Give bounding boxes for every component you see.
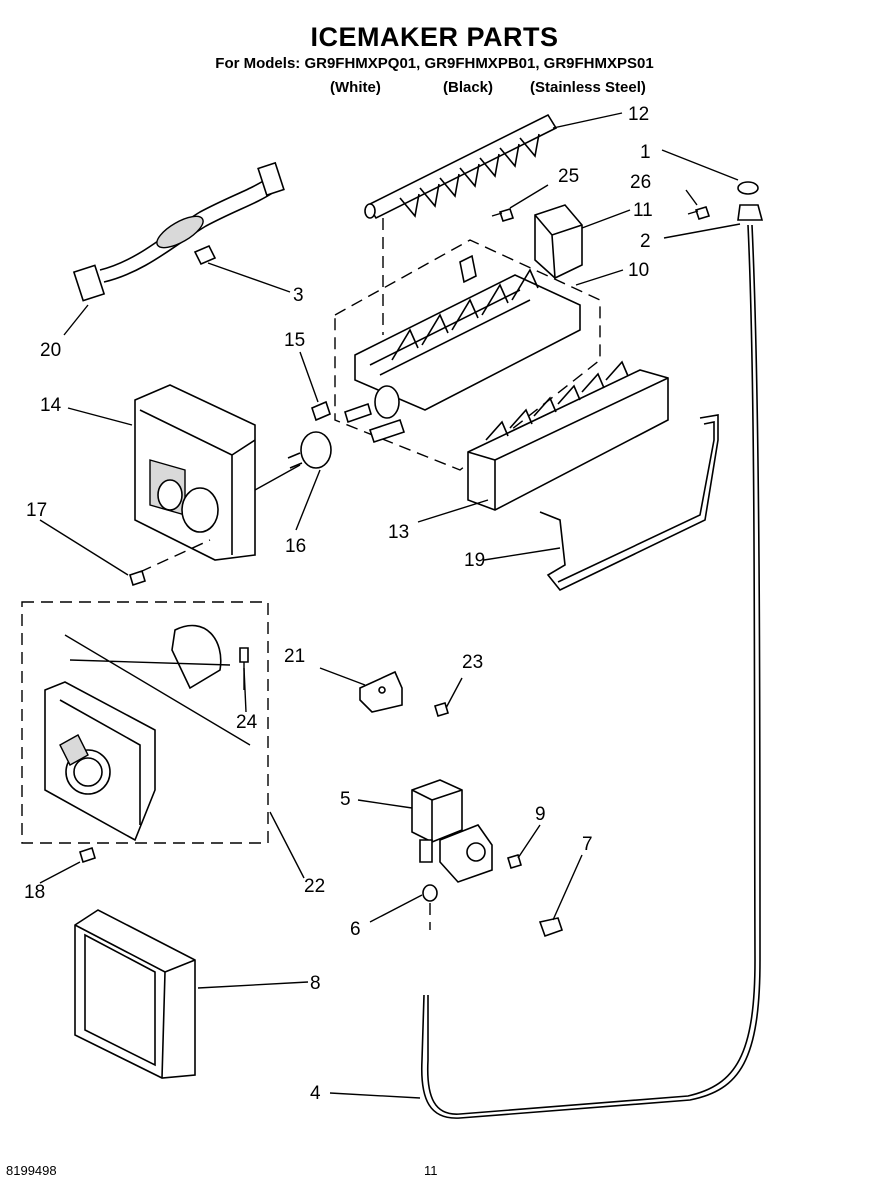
- part-21-bracket: [359, 670, 403, 713]
- part-11-bracket: [534, 204, 583, 279]
- part-5-water-valve: [411, 779, 493, 883]
- part-20-wire-harness: [72, 161, 285, 302]
- callout-24: 24: [236, 712, 258, 733]
- callout-5: 5: [340, 789, 351, 810]
- callout-7: 7: [582, 834, 593, 855]
- callout-9: 9: [535, 804, 546, 825]
- callout-12: 12: [628, 104, 649, 125]
- part-6-nut: [422, 884, 438, 902]
- variant-black: (Black): [443, 79, 494, 96]
- callout-25: 25: [558, 166, 579, 187]
- callout-19: 19: [464, 550, 485, 571]
- callout-22: 22: [304, 876, 325, 897]
- part-7-clip: [538, 917, 564, 938]
- variant-white: (White): [330, 79, 381, 96]
- leader-lines: [39, 112, 741, 1099]
- callout-8: 8: [310, 973, 321, 994]
- callout-6: 6: [350, 919, 361, 940]
- callout-10: 10: [628, 260, 649, 281]
- callout-labels: 1 2 3 4 5 6 7 8 9 10 11 12 13 14 15 16 1…: [24, 104, 653, 1104]
- part-8-foam-pad: [74, 909, 196, 1079]
- part-25-screw: [491, 208, 515, 222]
- part-26-screw: [687, 206, 711, 220]
- callout-17: 17: [26, 500, 47, 521]
- variant-stainless: (Stainless Steel): [530, 79, 646, 96]
- callout-11: 11: [633, 200, 653, 221]
- part-3-clip: [193, 244, 217, 266]
- page-title: ICEMAKER PARTS: [310, 22, 559, 52]
- callout-16: 16: [285, 536, 306, 557]
- part-12-ejector-blade: [364, 113, 558, 220]
- callout-1: 1: [640, 142, 651, 163]
- page-number: 11: [424, 1163, 438, 1178]
- part-15-clip: [311, 400, 331, 422]
- callout-14: 14: [40, 395, 62, 416]
- part-10-ice-mold: [344, 254, 581, 444]
- callout-4: 4: [310, 1083, 321, 1104]
- callout-3: 3: [293, 285, 304, 306]
- callout-20: 20: [40, 340, 61, 361]
- callout-2: 2: [640, 231, 651, 252]
- doc-number: 8199498: [6, 1163, 57, 1178]
- callout-23: 23: [462, 652, 483, 673]
- callout-26: 26: [630, 172, 651, 193]
- callout-21: 21: [284, 646, 305, 667]
- models-line: For Models: GR9FHMXPQ01, GR9FHMXPB01, GR…: [215, 55, 654, 72]
- part-18-screw: [79, 846, 96, 864]
- callout-13: 13: [388, 522, 409, 543]
- part-19-shutoff-arm: [539, 414, 719, 591]
- part-2-grommet: [737, 204, 764, 221]
- part-23-screw: [434, 702, 449, 717]
- part-22-motor-module: [44, 624, 251, 842]
- part-16-thermostat: [287, 431, 332, 469]
- part-4-water-tube: [420, 224, 761, 1119]
- part-17-screw: [129, 569, 146, 587]
- part-13-stripper: [467, 360, 669, 511]
- callout-18: 18: [24, 882, 45, 903]
- part-9-screw: [507, 854, 522, 869]
- callout-15: 15: [284, 330, 305, 351]
- part-14-control-housing: [134, 384, 256, 561]
- part-1-clamp: [737, 181, 759, 195]
